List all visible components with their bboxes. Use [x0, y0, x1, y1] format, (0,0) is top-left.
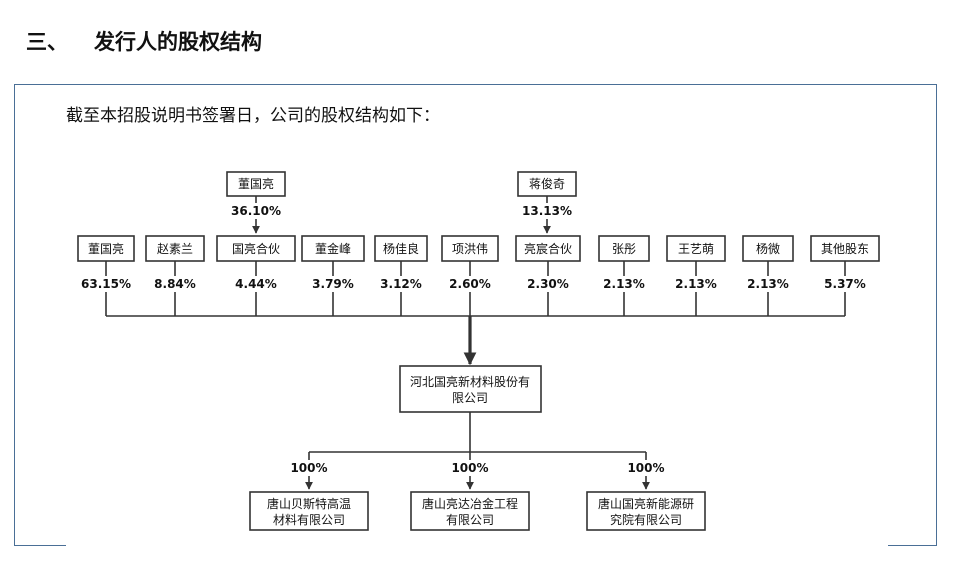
- company-name-line1: 河北国亮新材料股份有: [410, 374, 530, 389]
- shareholder-box: 国亮合伙: [216, 235, 296, 262]
- section-number: 三、: [26, 30, 68, 54]
- shareholder-pct: 4.44%: [235, 277, 277, 291]
- subsidiary-name-line2: 有限公司: [446, 513, 494, 527]
- shareholder-name: 赵素兰: [157, 242, 193, 256]
- shareholder-name: 其他股东: [821, 242, 869, 256]
- shareholder-box: 董金峰: [301, 235, 365, 262]
- shareholder-pct: 2.60%: [449, 277, 491, 291]
- shareholder-box: 赵素兰: [145, 235, 205, 262]
- shareholder-pct: 8.84%: [154, 277, 196, 291]
- subsidiary-pct: 100%: [627, 461, 664, 475]
- subsidiary-name-line1: 唐山亮达冶金工程: [422, 496, 518, 511]
- upper-holder-box-dong-guoliang: 董国亮: [226, 171, 286, 197]
- upper-holder-box-jiang-junqi: 蒋俊奇: [517, 171, 577, 197]
- shareholder-name: 董国亮: [88, 241, 124, 256]
- subsidiary-pct: 100%: [451, 461, 488, 475]
- shareholder-box: 亮宸合伙: [515, 235, 581, 262]
- shareholder-box: 董国亮: [77, 235, 135, 262]
- upper-holder-name: 蒋俊奇: [529, 176, 565, 191]
- upper-holder-name: 董国亮: [238, 176, 274, 191]
- shareholder-box: 杨微: [742, 235, 794, 262]
- shareholder-name: 董金峰: [315, 241, 351, 256]
- subsidiary-name-line1: 唐山贝斯特高温: [267, 496, 351, 511]
- upper-holder-pct: 13.13%: [522, 204, 572, 218]
- intro-text: 截至本招股说明书签署日，公司的股权结构如下：: [66, 106, 440, 126]
- shareholder-box: 其他股东: [810, 235, 880, 262]
- shareholder-name: 张彤: [612, 242, 636, 256]
- shareholder-pct: 3.12%: [380, 277, 422, 291]
- shareholder-box: 项洪伟: [441, 235, 499, 262]
- shareholder-name: 项洪伟: [452, 242, 488, 256]
- company-box: 河北国亮新材料股份有 限公司: [399, 365, 542, 413]
- subsidiary-name-line2: 究院有限公司: [610, 512, 682, 527]
- subsidiary-name-line1: 唐山国亮新能源研: [598, 496, 694, 511]
- shareholder-pct: 2.13%: [603, 277, 645, 291]
- company-name-line2: 限公司: [452, 391, 488, 405]
- shareholder-pct: 2.30%: [527, 277, 569, 291]
- section-heading: 三、 发行人的股权结构: [26, 26, 262, 56]
- frame-border-left: [14, 84, 15, 545]
- frame-border-bottom-left: [14, 545, 66, 546]
- shareholder-name: 亮宸合伙: [524, 241, 572, 256]
- shareholder-pct: 3.79%: [312, 277, 354, 291]
- shareholder-box: 杨佳良: [374, 235, 428, 262]
- shareholder-pct: 63.15%: [81, 277, 131, 291]
- upper-holder-pct: 36.10%: [231, 204, 281, 218]
- subsidiary-name-line2: 材料有限公司: [273, 513, 345, 527]
- shareholder-box: 王艺萌: [666, 235, 726, 262]
- frame-border-right: [936, 84, 937, 545]
- shareholder-name: 杨佳良: [383, 241, 419, 256]
- section-title: 发行人的股权结构: [94, 30, 262, 54]
- frame-border-top: [14, 84, 937, 85]
- shareholder-pct: 2.13%: [675, 277, 717, 291]
- shareholder-pct: 2.13%: [747, 277, 789, 291]
- shareholder-pct: 5.37%: [824, 277, 866, 291]
- shareholder-name: 杨微: [756, 241, 780, 256]
- frame-border-bottom-right: [888, 545, 937, 546]
- shareholder-box: 张彤: [598, 235, 650, 262]
- subsidiary-pct: 100%: [290, 461, 327, 475]
- shareholder-name: 国亮合伙: [232, 241, 280, 256]
- shareholder-name: 王艺萌: [678, 242, 714, 256]
